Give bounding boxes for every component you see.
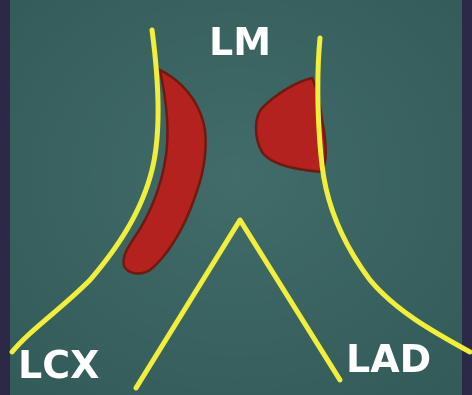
label-lad: LAD [346, 337, 431, 381]
label-lcx: LCX [18, 343, 99, 387]
label-lm: LM [209, 20, 271, 64]
